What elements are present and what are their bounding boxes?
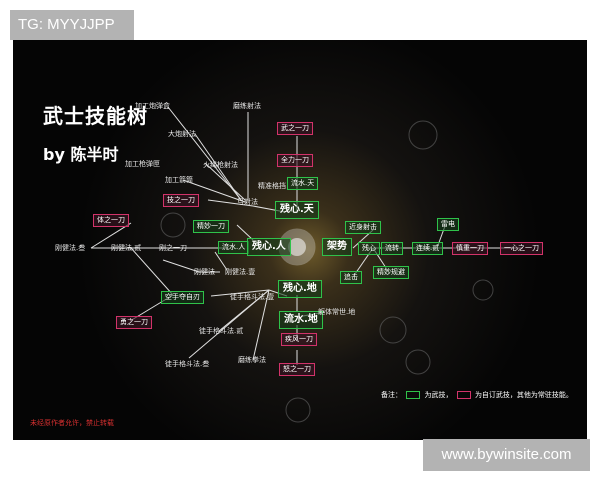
legend-green-swatch: [406, 391, 421, 399]
node-jingmiao-yi-dao: 精妙一刀: [193, 220, 229, 233]
node-tushou-gedou-yi: 徒手格斗法.壹: [230, 293, 275, 301]
node-liushui-tian: 流水.天: [287, 177, 319, 190]
node-jiagong-qiangmu: 加工枪弹匣: [125, 160, 160, 168]
node-jifeng-yi-dao: 疾风一刀: [281, 333, 317, 346]
node-tushou-gedou-san: 徒手格斗法.叁: [165, 360, 210, 368]
node-wu-zhi-yi-dao: 武之一刀: [277, 122, 313, 135]
node-gangjian-fa-yi: 刚健法.壹: [225, 268, 256, 276]
legend: 备注： 为武技， 为自订武技，其他为常驻技能。: [381, 390, 573, 400]
author-label: by 陈半时: [43, 145, 119, 164]
node-kongshou-duo-ziren: 空手夺自刃: [161, 291, 204, 304]
page-title: 武士技能树: [43, 104, 148, 128]
node-jiagong-paodan: 加工炮弹盒: [135, 102, 170, 110]
node-lianji-er: 连续.贰: [412, 242, 444, 255]
legend-green-text: 为武技，: [424, 391, 453, 399]
node-yixin-zhi-yi-dao: 一心之一刀: [500, 242, 543, 255]
watermark-bottom: www.bywinsite.com: [423, 439, 590, 471]
skill-tree-image: 武士技能树 by 陈半时 加工炮弹盒 磨练射法 大炮射法 武之一刀 全力一刀 加…: [13, 40, 587, 440]
node-ti-zhi-yi-dao: 体之一刀: [93, 214, 129, 227]
node-tushou-gedou-er: 徒手格斗法.贰: [199, 327, 244, 335]
node-canxin-di: 残心.地: [278, 280, 322, 298]
node-quanli-yi-dao: 全力一刀: [277, 154, 313, 167]
legend-red-text: 为自订武技，其他为常驻技能。: [474, 391, 573, 399]
legend-red-swatch: [456, 391, 471, 399]
node-jiagong-jian: 加工箭筒: [165, 176, 193, 184]
node-jinshen-sheji: 近身射击: [345, 221, 381, 234]
node-canxin-center: 残心: [358, 242, 380, 255]
node-dapao-shefa: 大炮射法: [168, 130, 196, 138]
copyright-notice: 未经原作者允许，禁止转载: [30, 419, 114, 427]
node-shenzhong-yi-dao: 慎重一刀: [452, 242, 488, 255]
node-liushui-ren: 流水.人: [218, 241, 250, 254]
node-molian-quanfa: 磨练拳法: [238, 356, 266, 364]
node-leidian: 雷电: [437, 218, 459, 231]
node-jiashi: 架势: [322, 238, 352, 256]
node-gangjian-fa-er: 刚健法.贰: [111, 244, 142, 252]
node-canxin-tian: 残心.天: [275, 201, 319, 219]
node-gangjian-fa-san: 刚健法.叁: [55, 244, 86, 252]
node-liushui-di: 流水.地: [279, 311, 323, 329]
legend-prefix: 备注：: [381, 391, 402, 399]
node-zhuiji: 追击: [340, 271, 362, 284]
node-gongshe-fa: 弓射法: [237, 198, 258, 206]
watermark-top: TG: MYYJJPP: [10, 10, 134, 40]
node-jingzhun-gedang: 精准格挡: [258, 182, 286, 190]
node-gangjian-fa: 刚健法: [194, 268, 215, 276]
node-nu-zhi-yi-dao: 怒之一刀: [279, 363, 315, 376]
node-liuzhuan: 流转: [381, 242, 403, 255]
node-molian-shefa: 磨练射法: [233, 102, 261, 110]
node-quti-changshi-di: 躯体常世.地: [318, 308, 356, 316]
node-huoqiang-shefa: 火绳枪射法: [203, 161, 238, 169]
node-jingmiao-guibi: 精妙规避: [373, 266, 409, 279]
node-gang-zhi-yi-dao: 刚之一刀: [159, 244, 187, 252]
node-yong-zhi-yi-dao: 勇之一刀: [116, 316, 152, 329]
node-canxin-ren: 残心.人: [247, 238, 291, 256]
node-ji-zhi-yi-dao: 技之一刀: [163, 194, 199, 207]
